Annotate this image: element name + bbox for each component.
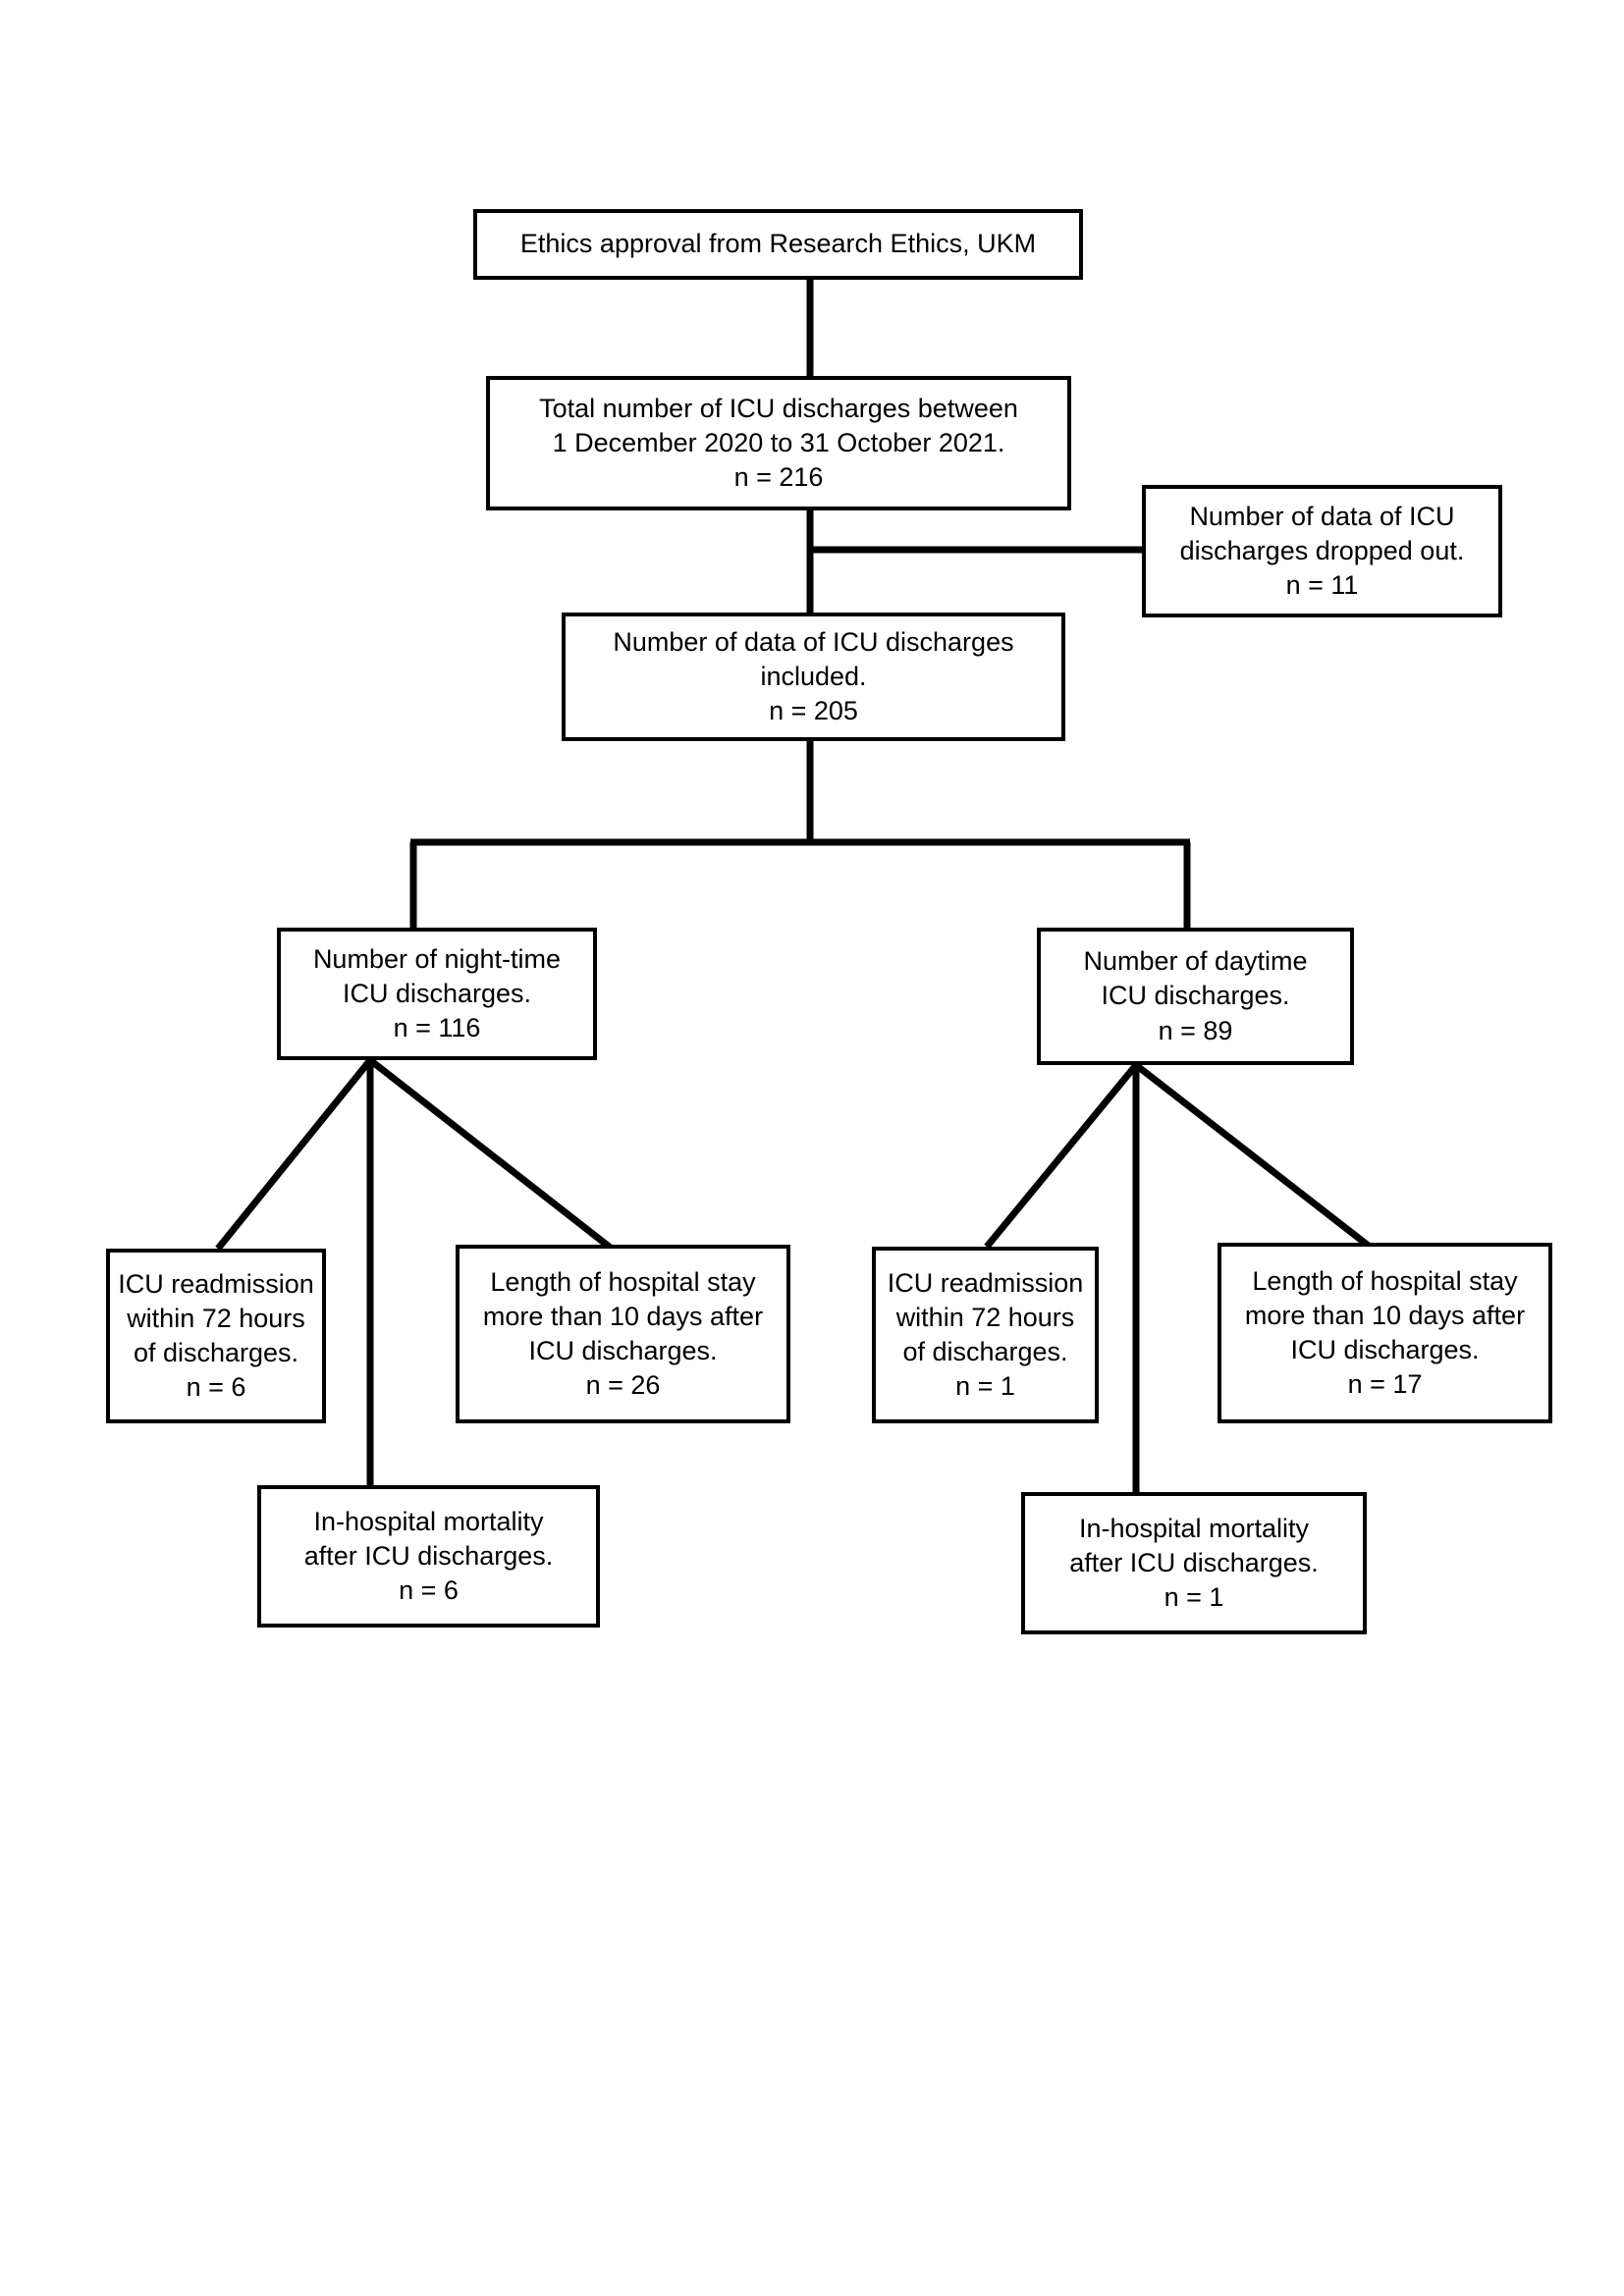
node-night-los-line-1: Length of hospital stay	[490, 1266, 756, 1297]
node-dropped-out-line-2: discharges dropped out.	[1179, 535, 1465, 565]
node-day-mortality-line-3: n = 1	[1164, 1582, 1224, 1613]
connector-night-to-readmission	[215, 1057, 373, 1252]
node-day-los-line-4: n = 17	[1347, 1369, 1423, 1400]
connector-day-to-length-of-stay	[1133, 1062, 1373, 1250]
node-night-icu-readmission: ICU readmission within 72 hours of disch…	[106, 1249, 326, 1423]
node-day-readmission-line-2: within 72 hours	[895, 1302, 1075, 1332]
node-daytime-discharges: Number of daytime ICU discharges. n = 89	[1037, 928, 1354, 1065]
node-day-length-of-stay: Length of hospital stay more than 10 day…	[1218, 1243, 1552, 1423]
node-night-los-line-4: n = 26	[585, 1370, 661, 1401]
node-night-length-of-stay: Length of hospital stay more than 10 day…	[456, 1245, 790, 1423]
node-day-mortality-line-1: In-hospital mortality	[1078, 1513, 1310, 1543]
node-day-readmission-line-4: n = 1	[955, 1371, 1015, 1402]
node-day-line-3: n = 89	[1158, 1015, 1233, 1045]
node-day-los-line-3: ICU discharges.	[1290, 1335, 1480, 1364]
node-dropped-out: Number of data of ICU discharges dropped…	[1142, 485, 1502, 617]
node-total-line-1: Total number of ICU discharges between	[539, 393, 1018, 423]
node-day-in-hospital-mortality: In-hospital mortality after ICU discharg…	[1021, 1492, 1367, 1634]
node-total-line-2: 1 December 2020 to 31 October 2021.	[552, 427, 1005, 457]
node-day-line-2: ICU discharges.	[1101, 981, 1290, 1011]
node-day-readmission-line-1: ICU readmission	[887, 1267, 1084, 1298]
connector-night-to-length-of-stay	[367, 1057, 615, 1252]
node-night-mortality-line-3: n = 6	[399, 1575, 459, 1606]
node-night-line-2: ICU discharges.	[342, 978, 532, 1008]
node-included: Number of data of ICU discharges include…	[562, 613, 1065, 741]
connector-day-to-readmission	[984, 1062, 1139, 1250]
node-dropped-out-line-1: Number of data of ICU	[1189, 501, 1455, 531]
node-night-readmission-line-1: ICU readmission	[118, 1268, 314, 1299]
node-included-line-2: included.	[760, 661, 867, 691]
node-ethics-line-1: Ethics approval from Research Ethics, UK…	[519, 229, 1037, 259]
node-night-readmission-line-4: n = 6	[186, 1372, 246, 1403]
node-included-line-1: Number of data of ICU discharges	[613, 626, 1014, 657]
node-ethics-approval: Ethics approval from Research Ethics, UK…	[473, 209, 1083, 280]
node-day-los-line-1: Length of hospital stay	[1252, 1265, 1518, 1296]
node-day-los-line-2: more than 10 days after	[1244, 1300, 1526, 1330]
node-total-discharges: Total number of ICU discharges between 1…	[486, 376, 1071, 510]
node-night-line-3: n = 116	[393, 1013, 481, 1043]
node-day-mortality-line-2: after ICU discharges.	[1069, 1547, 1319, 1577]
node-day-readmission-line-3: of discharges.	[902, 1337, 1068, 1366]
node-night-in-hospital-mortality: In-hospital mortality after ICU discharg…	[257, 1485, 600, 1628]
node-dropped-out-line-3: n = 11	[1285, 570, 1359, 601]
node-day-line-1: Number of daytime	[1083, 946, 1308, 977]
node-night-line-1: Number of night-time	[312, 943, 562, 974]
node-day-icu-readmission: ICU readmission within 72 hours of disch…	[872, 1247, 1099, 1423]
node-included-line-3: n = 205	[769, 696, 858, 726]
node-total-line-3: n = 216	[733, 462, 824, 493]
node-night-los-line-3: ICU discharges.	[528, 1336, 718, 1365]
node-night-los-line-2: more than 10 days after	[482, 1301, 764, 1331]
node-night-time-discharges: Number of night-time ICU discharges. n =…	[277, 928, 597, 1060]
node-night-readmission-line-2: within 72 hours	[127, 1303, 305, 1333]
node-night-mortality-line-1: In-hospital mortality	[313, 1506, 544, 1536]
node-night-readmission-line-3: of discharges.	[133, 1338, 299, 1367]
node-night-mortality-line-2: after ICU discharges.	[303, 1540, 554, 1571]
